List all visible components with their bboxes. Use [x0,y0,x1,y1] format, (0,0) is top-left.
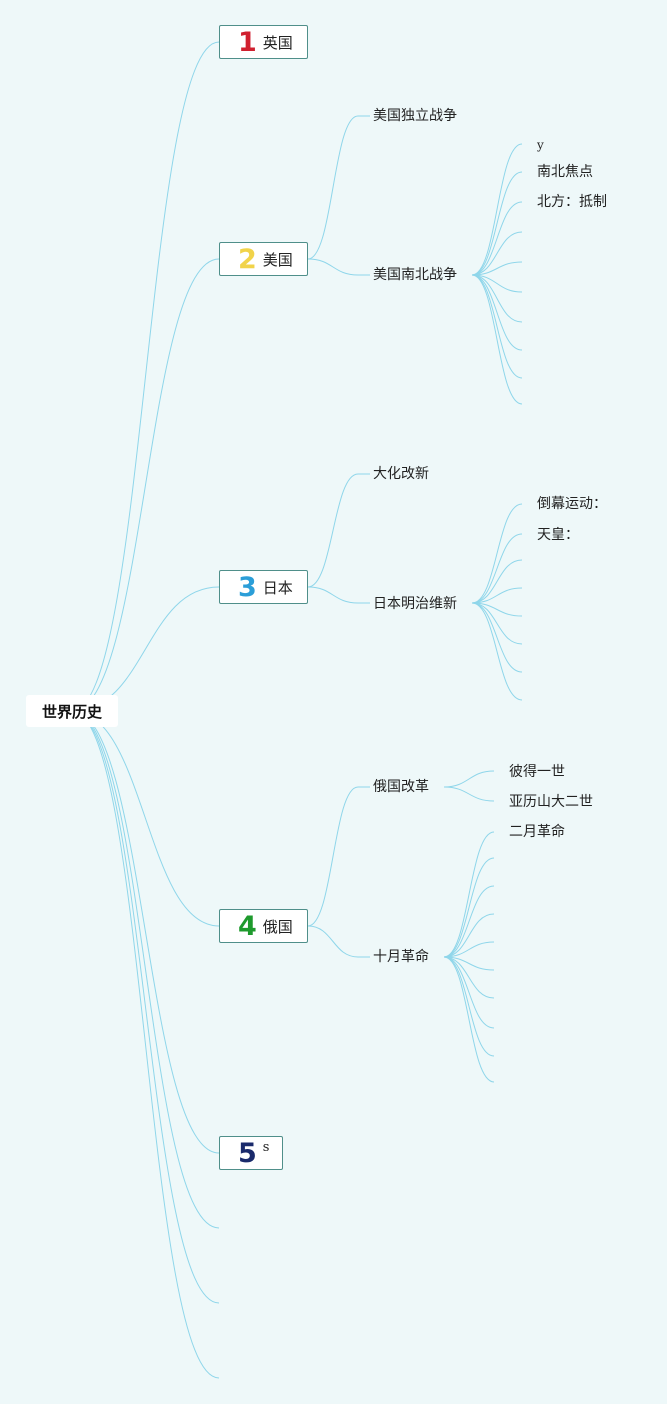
leaf-line [471,261,523,276]
leaf-line [471,231,523,276]
leaf-line [443,956,495,1029]
leaf-line [471,201,523,276]
leaf-line [471,274,523,323]
subtopic-ru-october[interactable]: 十月革命 [373,949,429,965]
root-branch-line [71,41,220,712]
root-label: 世界历史 [41,702,102,721]
leaf-line [443,770,495,788]
topic-node-russia[interactable]: 4 俄国 [219,909,308,943]
topic-node-uk[interactable]: 1 英国 [219,25,308,59]
topic-label-uk: 英国 [262,33,293,52]
leaf-line [443,913,495,958]
branch-line [307,115,359,260]
root-branch-line [71,710,220,1379]
topic-node-5[interactable]: 5 s [219,1136,283,1170]
root-branch-line [71,710,220,1304]
leaf-meiji-1[interactable]: 倒幕运动： [537,496,607,512]
topic-label-russia: 俄国 [262,917,293,936]
leaf-line [471,559,523,604]
branch-line [307,586,359,604]
leaf-civil-war-1[interactable]: y [537,138,544,152]
leaf-line [443,956,495,999]
leaf-october-1[interactable]: 二月革命 [509,824,565,840]
root-branch-line [71,710,220,927]
leaf-line [471,587,523,604]
root-branch-line [71,258,220,712]
leaf-line [471,602,523,701]
root-branch-line [71,710,220,1154]
leaf-line [443,956,495,1083]
leaf-line [471,602,523,673]
leaf-line [471,143,523,276]
leaf-line [471,274,523,293]
number-3-icon: 3 [238,571,257,603]
topic-node-usa[interactable]: 2 美国 [219,242,308,276]
leaf-line [471,533,523,604]
number-5-icon: 5 [238,1137,257,1169]
branch-line [307,258,359,276]
subtopic-jp-taika[interactable]: 大化改新 [373,466,429,482]
number-1-icon: 1 [238,26,257,58]
leaf-line [471,274,523,379]
root-node[interactable]: 世界历史 [26,695,118,727]
leaf-civil-war-3[interactable]: 北方：抵制 [537,194,607,210]
leaf-line [443,941,495,958]
leaf-line [443,786,495,802]
leaf-line [471,274,523,405]
subtopic-ru-reform[interactable]: 俄国改革 [373,779,429,795]
leaf-line [443,956,495,1057]
number-2-icon: 2 [238,243,257,275]
leaf-meiji-2[interactable]: 天皇： [537,527,579,543]
number-4-icon: 4 [238,910,257,942]
subtopic-us-independence[interactable]: 美国独立战争 [373,108,457,124]
leaf-line [471,503,523,604]
subtopic-jp-meiji[interactable]: 日本明治维新 [373,596,457,612]
branch-line [307,786,359,927]
leaf-line [443,831,495,958]
leaf-line [471,171,523,276]
root-branch-line [71,586,220,712]
leaf-line [443,857,495,958]
leaf-ru-reform-1[interactable]: 彼得一世 [509,764,565,780]
branch-line [307,925,359,958]
branch-line [307,473,359,588]
topic-label-5: s [262,1139,270,1155]
topic-label-usa: 美国 [262,250,293,269]
topic-label-japan: 日本 [262,578,293,597]
leaf-line [443,885,495,958]
root-branch-line [71,710,220,1229]
leaf-line [471,602,523,645]
subtopic-us-civil-war[interactable]: 美国南北战争 [373,267,457,283]
topic-node-japan[interactable]: 3 日本 [219,570,308,604]
leaf-civil-war-2[interactable]: 南北焦点 [537,164,593,180]
leaf-ru-reform-2[interactable]: 亚历山大二世 [509,794,593,810]
